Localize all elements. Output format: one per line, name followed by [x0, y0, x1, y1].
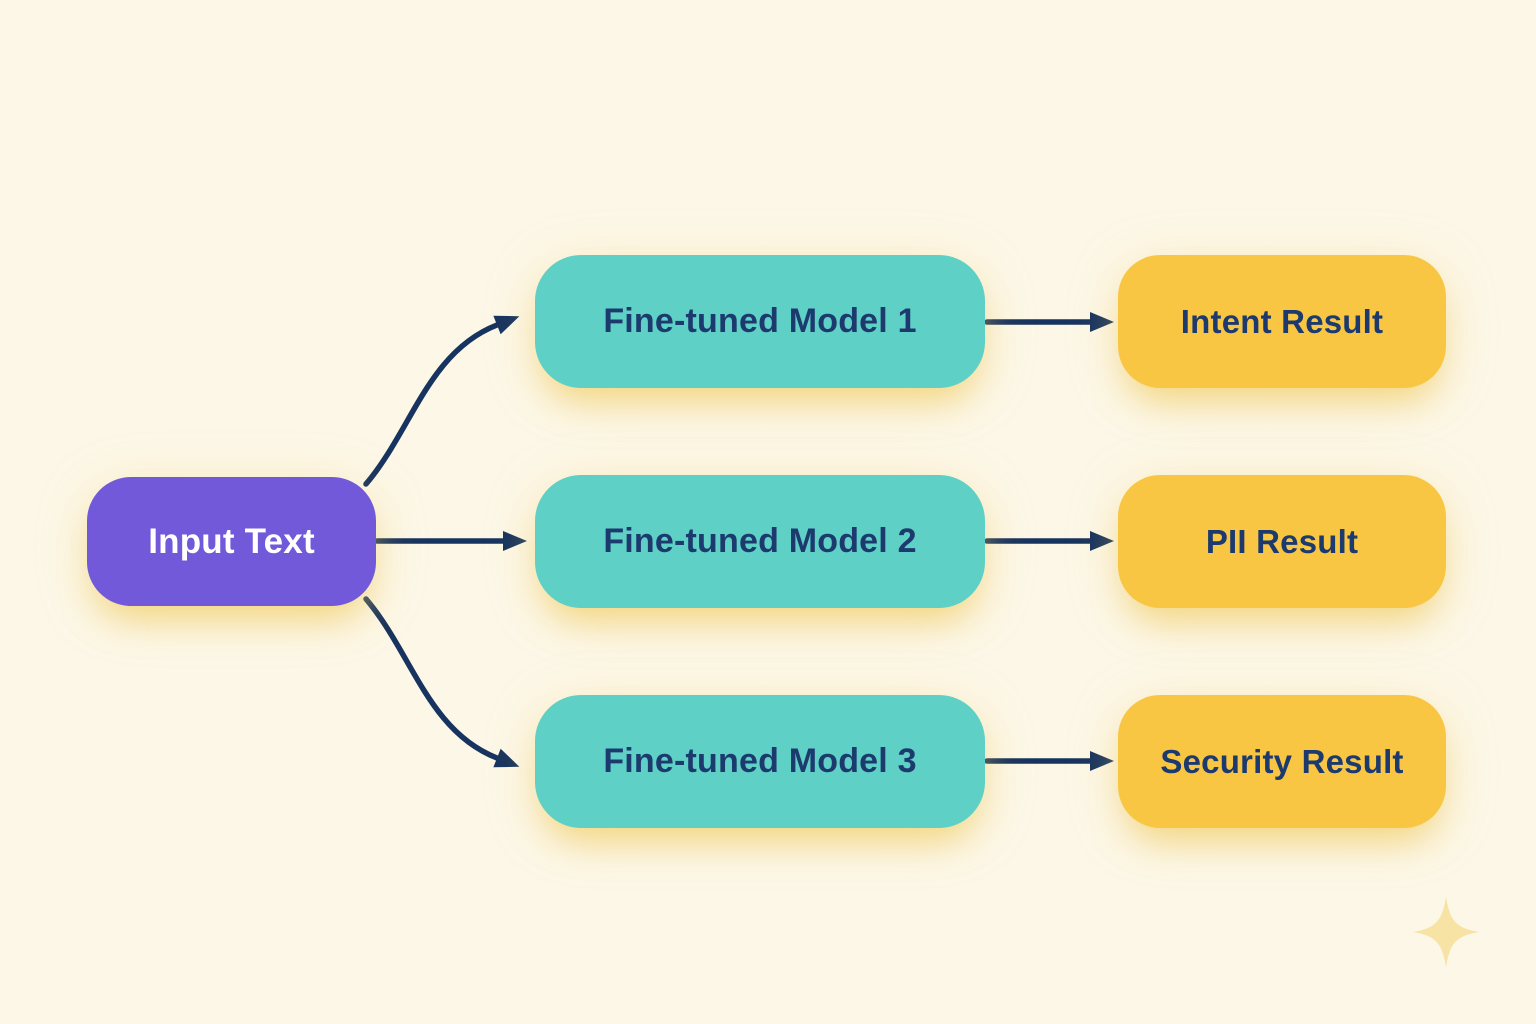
node-intent-result-label: Intent Result — [1180, 302, 1384, 340]
sparkle-icon — [1413, 897, 1479, 967]
edge-input-to-model3 — [363, 596, 520, 768]
node-fine-tuned-model-2-label: Fine-tuned Model 2 — [603, 522, 917, 560]
node-security-result: Security Result — [1118, 695, 1446, 828]
node-fine-tuned-model-1: Fine-tuned Model 1 — [535, 255, 985, 388]
node-fine-tuned-model-3-label: Fine-tuned Model 3 — [603, 742, 917, 780]
node-intent-result: Intent Result — [1118, 255, 1446, 388]
node-security-result-label: Security Result — [1160, 742, 1404, 780]
node-pii-result: PII Result — [1118, 475, 1446, 608]
node-pii-result-label: PII Result — [1205, 522, 1359, 560]
node-input-text-label: Input Text — [148, 521, 315, 561]
node-fine-tuned-model-2: Fine-tuned Model 2 — [535, 475, 985, 608]
node-fine-tuned-model-1-label: Fine-tuned Model 1 — [603, 302, 917, 340]
edge-input-to-model1 — [363, 315, 520, 487]
node-input-text: Input Text — [87, 477, 376, 606]
node-fine-tuned-model-3: Fine-tuned Model 3 — [535, 695, 985, 828]
